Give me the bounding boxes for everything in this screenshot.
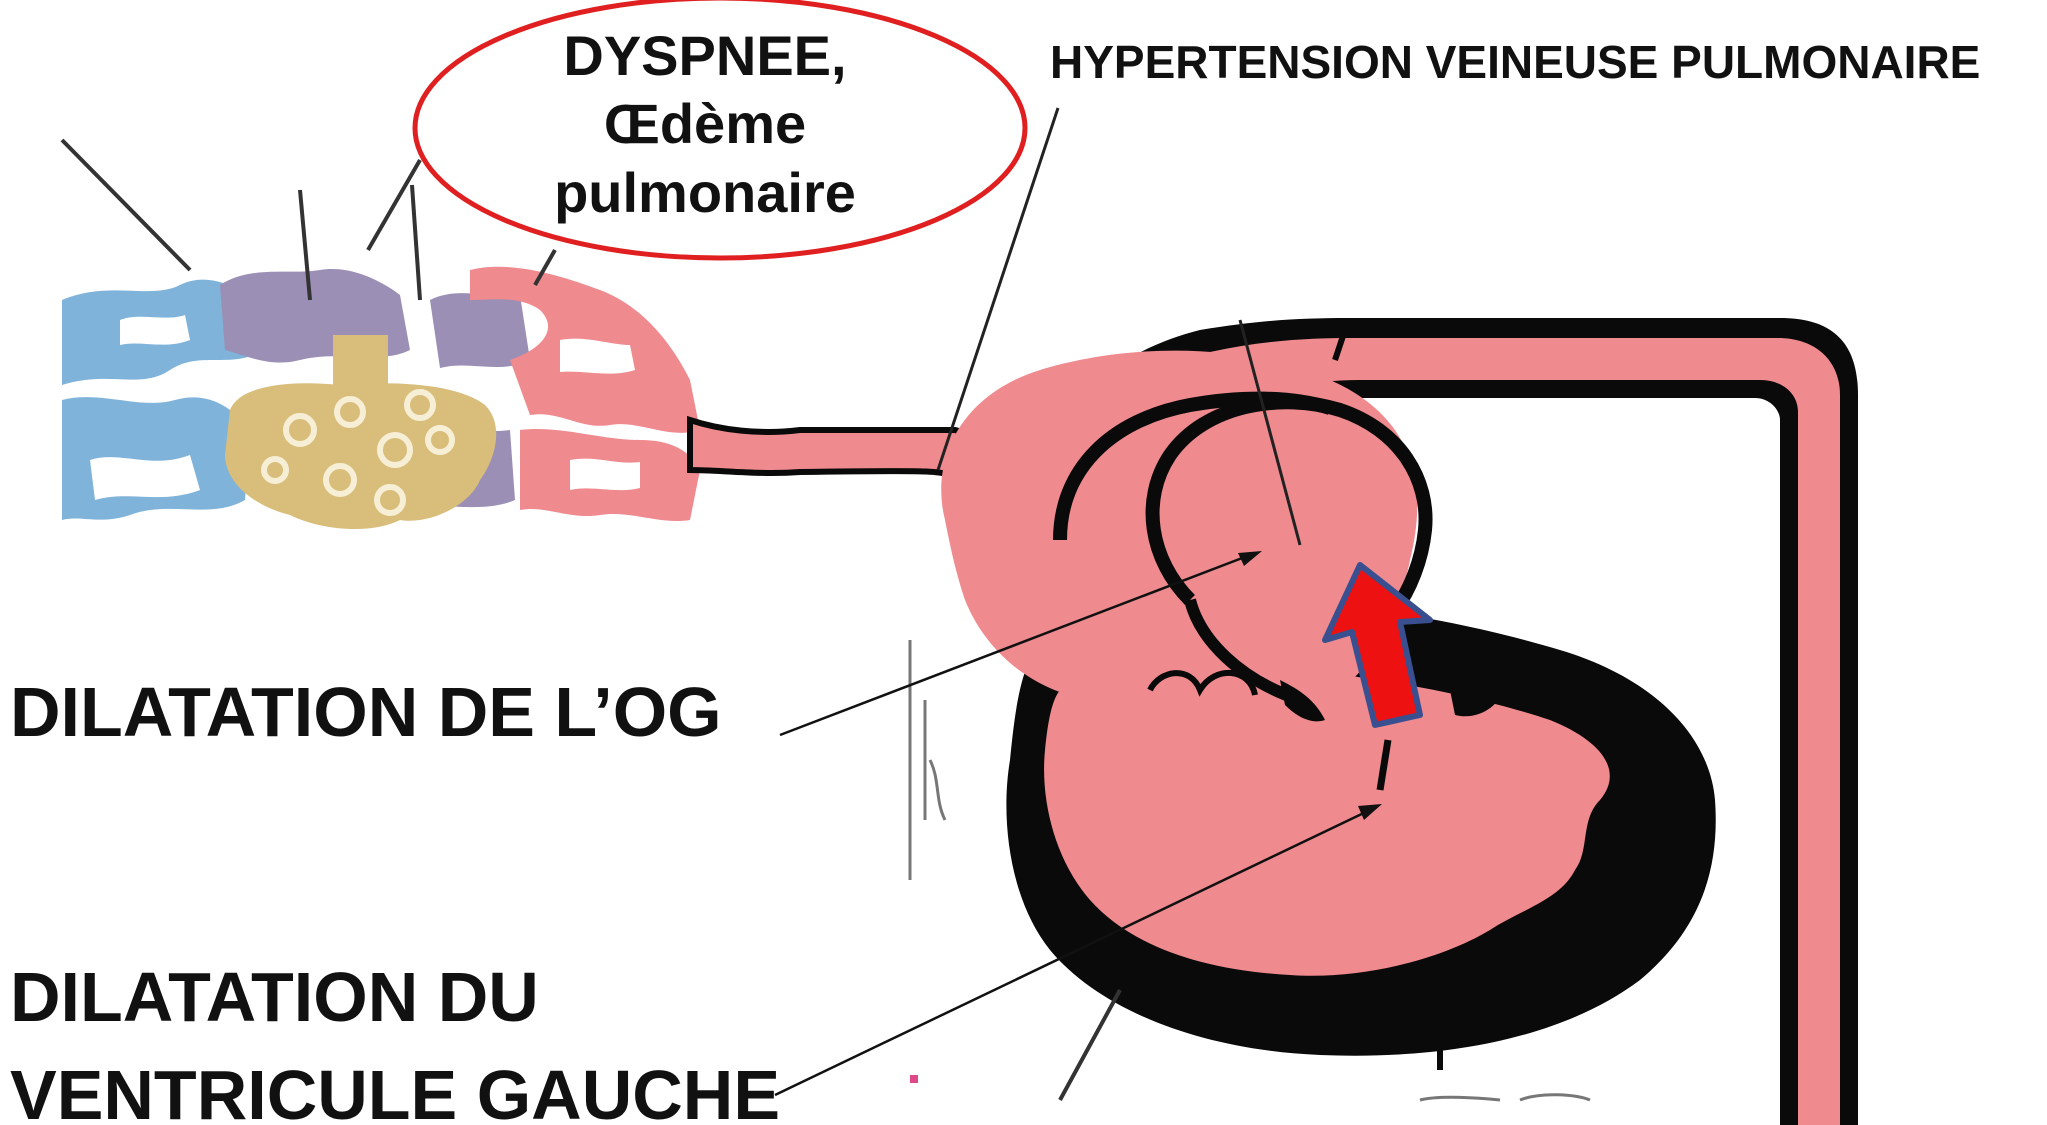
heart [910, 320, 1716, 1100]
label-dilatation-vg-line1: DILATATION DU [10, 960, 539, 1036]
pulmonary-vein [690, 420, 975, 505]
label-hypertension-veineuse: HYPERTENSION VEINEUSE PULMONAIRE [1050, 38, 1980, 88]
callout-line-1: DYSPNEE, [420, 22, 990, 90]
callout-line-2: Œdème [420, 90, 990, 158]
callout-line-3: pulmonaire [420, 159, 990, 227]
dyspnea-callout: DYSPNEE, Œdème pulmonaire [420, 22, 990, 227]
label-dilatation-og: DILATATION DE L’OG [10, 675, 722, 751]
label-dilatation-vg-line2: VENTRICULE GAUCHE [10, 1058, 780, 1125]
